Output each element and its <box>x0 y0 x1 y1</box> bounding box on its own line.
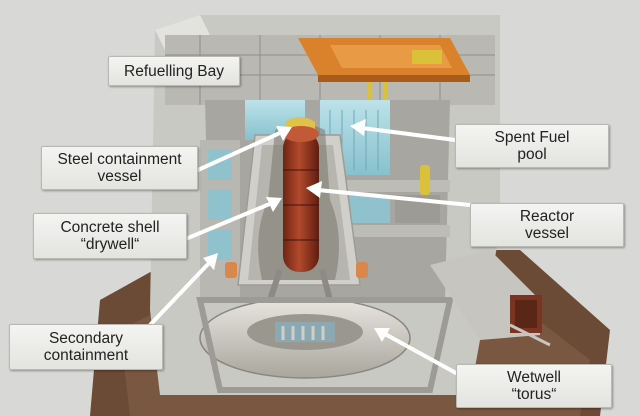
refuelling-crane <box>298 38 470 100</box>
label-spent-fuel-pool: Spent Fuel pool <box>455 124 609 168</box>
label-wetwell-torus-line1: Wetwell <box>507 369 561 386</box>
arrow-concrete-shell <box>186 197 282 240</box>
access-tunnel <box>430 250 551 347</box>
arrow-wetwell-torus <box>374 328 467 380</box>
label-spent-fuel-pool-line1: Spent Fuel <box>494 129 570 146</box>
base-slab <box>196 297 454 393</box>
label-reactor-vessel-line2: vessel <box>525 225 569 242</box>
label-secondary-containment-line2: containment <box>43 347 129 364</box>
label-steel-containment-line2: vessel <box>97 168 142 185</box>
arrow-reactor-vessel <box>306 181 472 207</box>
label-refuelling-bay-text: Refuelling Bay <box>124 62 224 80</box>
label-wetwell-torus: Wetwell “torus“ <box>456 364 612 408</box>
wetwell-torus <box>199 297 411 379</box>
label-reactor-vessel-line1: Reactor <box>519 208 575 225</box>
arrow-spent-fuel-pool <box>350 119 457 142</box>
label-reactor-vessel: Reactor vessel <box>470 203 624 247</box>
label-concrete-shell: Concrete shell “drywell“ <box>33 213 187 259</box>
reactor-pressure-vessel <box>283 126 319 272</box>
label-secondary-containment: Secondary containment <box>9 324 163 370</box>
label-concrete-shell-line2: “drywell“ <box>80 236 140 253</box>
pump-housings <box>225 165 430 278</box>
pointer-arrows <box>148 119 472 380</box>
label-wetwell-torus-line2: “torus“ <box>511 386 557 403</box>
label-steel-containment-vessel: Steel containment vessel <box>41 146 198 190</box>
label-secondary-containment-line1: Secondary <box>48 330 124 347</box>
arrow-secondary-containment <box>148 253 218 327</box>
label-spent-fuel-pool-line2: pool <box>517 146 547 163</box>
label-steel-containment-line1: Steel containment <box>57 151 182 168</box>
label-concrete-shell-line1: Concrete shell <box>60 219 160 236</box>
label-refuelling-bay: Refuelling Bay <box>108 56 240 86</box>
arrow-steel-containment-vessel <box>196 126 292 172</box>
